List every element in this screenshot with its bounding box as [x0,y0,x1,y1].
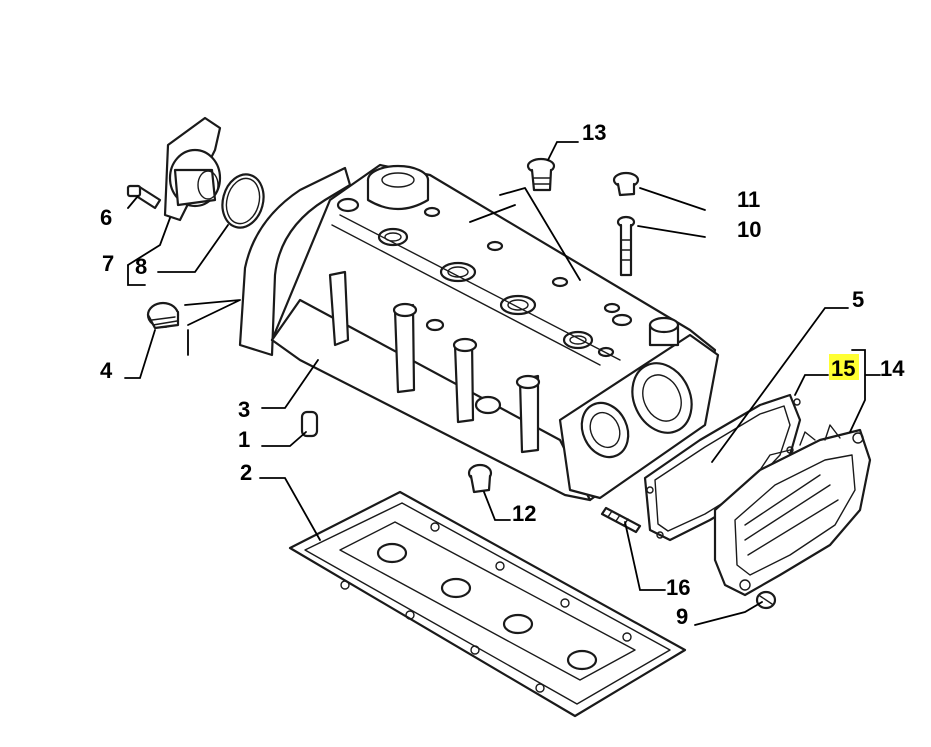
o-ring-8[interactable] [217,170,270,233]
callout-3: 3 [238,397,250,422]
stud-16[interactable] [600,506,642,534]
dowel-pin-1[interactable] [300,410,319,438]
callout-7: 7 [102,251,114,276]
plug-9[interactable] [755,590,777,610]
callout-labels: 13 11 10 6 7 8 4 3 1 2 12 16 9 5 15 14 [100,120,905,629]
callout-1: 1 [238,427,250,452]
plug-11[interactable] [612,171,640,197]
callout-16: 16 [666,575,690,600]
bolt-6[interactable] [126,184,162,210]
callout-12: 12 [512,501,536,526]
callout-2: 2 [240,460,252,485]
callout-11: 11 [737,187,760,212]
gasket-2[interactable] [288,490,687,718]
leader-lines [124,141,881,626]
callout-10: 10 [737,217,761,242]
cylinder-head-cover[interactable] [238,163,720,502]
callout-15-highlight [829,354,859,380]
callout-13: 13 [582,120,606,145]
flange-housing-7[interactable] [163,116,222,222]
bolt-10[interactable] [616,215,636,277]
callout-6: 6 [100,205,112,230]
plug-13[interactable] [526,157,556,192]
callout-8: 8 [135,254,147,279]
callout-4: 4 [100,358,113,383]
plug-12[interactable] [467,463,493,494]
end-cover-14[interactable] [713,424,872,597]
callout-9: 9 [676,604,688,629]
callout-5: 5 [852,287,864,312]
callout-15: 15 [831,356,855,381]
threaded-nut-4[interactable] [146,301,180,330]
callout-14: 14 [880,356,905,381]
